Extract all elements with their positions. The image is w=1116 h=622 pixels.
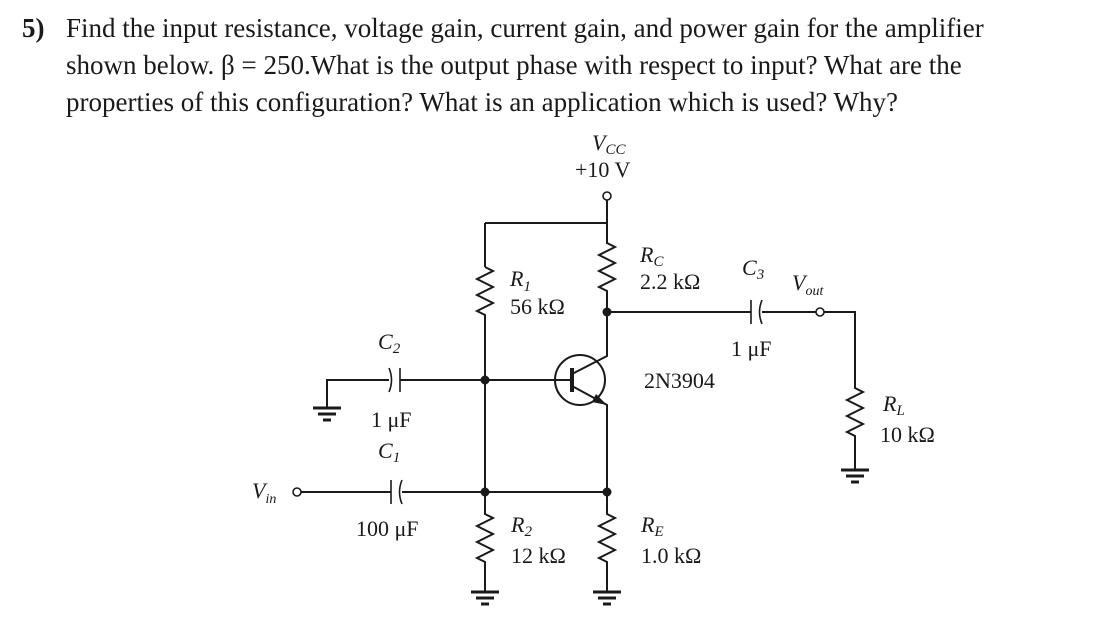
svg-text:C2: C2 — [378, 329, 401, 357]
svg-text:RE: RE — [640, 512, 664, 540]
svg-text:100 μF: 100 μF — [356, 516, 419, 541]
question-text: 5)Find the input resistance, voltage gai… — [22, 10, 1102, 121]
svg-text:2.2 kΩ: 2.2 kΩ — [640, 269, 700, 294]
svg-text:Vin: Vin — [252, 478, 276, 507]
svg-text:RC: RC — [639, 242, 664, 270]
r1-label: R1 56 kΩ — [509, 266, 565, 319]
rc-resistor — [596, 223, 618, 312]
svg-text:VCC: VCC — [592, 130, 626, 158]
c2-label: C2 1 μF — [371, 329, 412, 432]
svg-text:R2: R2 — [510, 512, 532, 540]
re-label: RE 1.0 kΩ — [640, 512, 701, 568]
vout-terminal — [815, 307, 825, 317]
c2-bypass-wire — [326, 379, 485, 408]
svg-text:C3: C3 — [742, 255, 764, 283]
svg-text:1 μF: 1 μF — [371, 407, 412, 432]
vcc-rail — [485, 200, 608, 224]
c2-ground-icon — [313, 406, 341, 422]
c1-label: C1 100 μF — [356, 438, 419, 541]
vout-label: Vout — [792, 270, 824, 299]
question-line-2: shown below. β = 250.What is the output … — [66, 50, 962, 80]
r1-resistor — [474, 223, 496, 380]
c3-capacitor — [750, 299, 763, 325]
emitter-arrow-icon — [592, 394, 607, 405]
svg-text:C1: C1 — [378, 438, 400, 466]
svg-text:RL: RL — [882, 391, 905, 419]
vin-terminal — [292, 487, 302, 497]
svg-text:1.0 kΩ: 1.0 kΩ — [641, 543, 701, 568]
transistor-collector — [571, 312, 608, 375]
rl-ground-icon — [841, 468, 869, 484]
question-line-1: 5)Find the input resistance, voltage gai… — [22, 10, 1102, 47]
r2-ground-icon — [471, 590, 499, 606]
re-ground-icon — [593, 590, 621, 606]
vin-label: Vin — [252, 478, 276, 507]
c2-capacitor — [388, 367, 401, 393]
r2-resistor — [474, 380, 496, 592]
svg-text:12 kΩ: 12 kΩ — [511, 543, 566, 568]
r2-label: R2 12 kΩ — [510, 512, 566, 568]
c3-label: C3 1 μF — [731, 255, 772, 361]
question-number: 5) — [22, 13, 45, 43]
svg-text:1 μF: 1 μF — [731, 336, 772, 361]
vcc-label: VCC +10 V — [575, 130, 631, 182]
svg-text:56 kΩ: 56 kΩ — [510, 294, 565, 319]
vcc-value: +10 V — [575, 157, 631, 182]
rl-label: RL 10 kΩ — [880, 391, 935, 447]
vcc-terminal — [602, 191, 612, 201]
rl-resistor — [824, 311, 866, 470]
svg-text:10 kΩ: 10 kΩ — [880, 422, 935, 447]
c1-capacitor — [390, 479, 403, 505]
rc-label: RC 2.2 kΩ — [639, 242, 700, 294]
question-line-3: properties of this configuration? What i… — [66, 87, 899, 117]
re-resistor — [596, 492, 618, 592]
svg-text:R1: R1 — [509, 266, 531, 295]
transistor-label: 2N3904 — [644, 368, 715, 393]
